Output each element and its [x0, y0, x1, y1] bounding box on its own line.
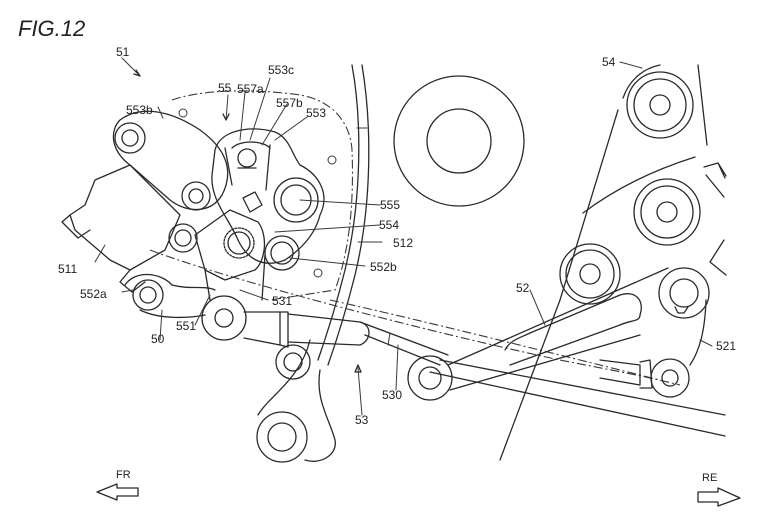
label-530: 530: [382, 388, 402, 402]
lower-bolt: [256, 344, 311, 463]
motor-511: [61, 164, 181, 293]
bolt-555: [273, 177, 319, 223]
arrow-right-icon: [697, 487, 741, 507]
label-552a: 552a: [80, 287, 107, 301]
arrow-55: [222, 113, 230, 121]
base-plate-50: [124, 254, 266, 319]
shift-cam-551: [194, 191, 266, 281]
label-553b: 553b: [126, 103, 153, 117]
front-direction-indicator: FR: [96, 469, 139, 501]
label-52: 52: [516, 281, 530, 295]
lever-pivot: [201, 295, 247, 341]
frame-diagonal-1: [439, 359, 726, 416]
label-51: 51: [116, 45, 130, 59]
rear-label: RE: [702, 472, 717, 484]
front-label: FR: [116, 469, 131, 481]
label-552b: 552b: [370, 260, 397, 274]
label-54: 54: [602, 55, 616, 69]
link-rod-hidden-line-2: [329, 299, 661, 381]
leader-lines: [94, 57, 713, 416]
label-554: 554: [379, 218, 399, 232]
base-plate-outline: [171, 90, 354, 301]
shift-pedal-52: [407, 267, 710, 401]
plate-553: [211, 128, 325, 264]
label-50: 50: [151, 332, 165, 346]
label-555: 555: [380, 198, 400, 212]
frame-lower-edge: [257, 339, 311, 416]
arrow-left-icon: [96, 483, 139, 501]
hole: [313, 268, 323, 278]
label-512: 512: [393, 236, 413, 250]
figure-title: FIG.12: [18, 16, 85, 41]
frame-diagonal-2: [429, 371, 726, 437]
link-rod-53: [243, 311, 449, 366]
label-553c: 553c: [268, 63, 294, 77]
bolt-552: [168, 223, 198, 253]
link-rod-hidden-line: [149, 249, 681, 386]
label-557b: 557b: [276, 96, 303, 110]
hole: [327, 155, 337, 165]
frame-lower-edge-2: [304, 369, 336, 462]
rear-direction-indicator: RE: [697, 472, 741, 507]
label-53: 53: [355, 413, 369, 427]
bolt-552b: [264, 235, 300, 271]
label-557a: 557a: [237, 82, 264, 96]
label-551: 551: [176, 319, 196, 333]
label-521: 521: [716, 339, 736, 353]
frame-54: [559, 64, 727, 305]
large-disc: [393, 75, 525, 207]
arrow-53: [354, 364, 362, 373]
frame-diagonal-3: [499, 299, 561, 461]
hole: [178, 108, 188, 118]
label-553: 553: [306, 106, 326, 120]
label-55: 55: [218, 81, 232, 95]
arrow-51: [133, 69, 141, 77]
frame-512: [317, 64, 370, 366]
label-511: 511: [58, 262, 77, 276]
label-531: 531: [272, 294, 292, 308]
arm-553b: [112, 110, 229, 211]
